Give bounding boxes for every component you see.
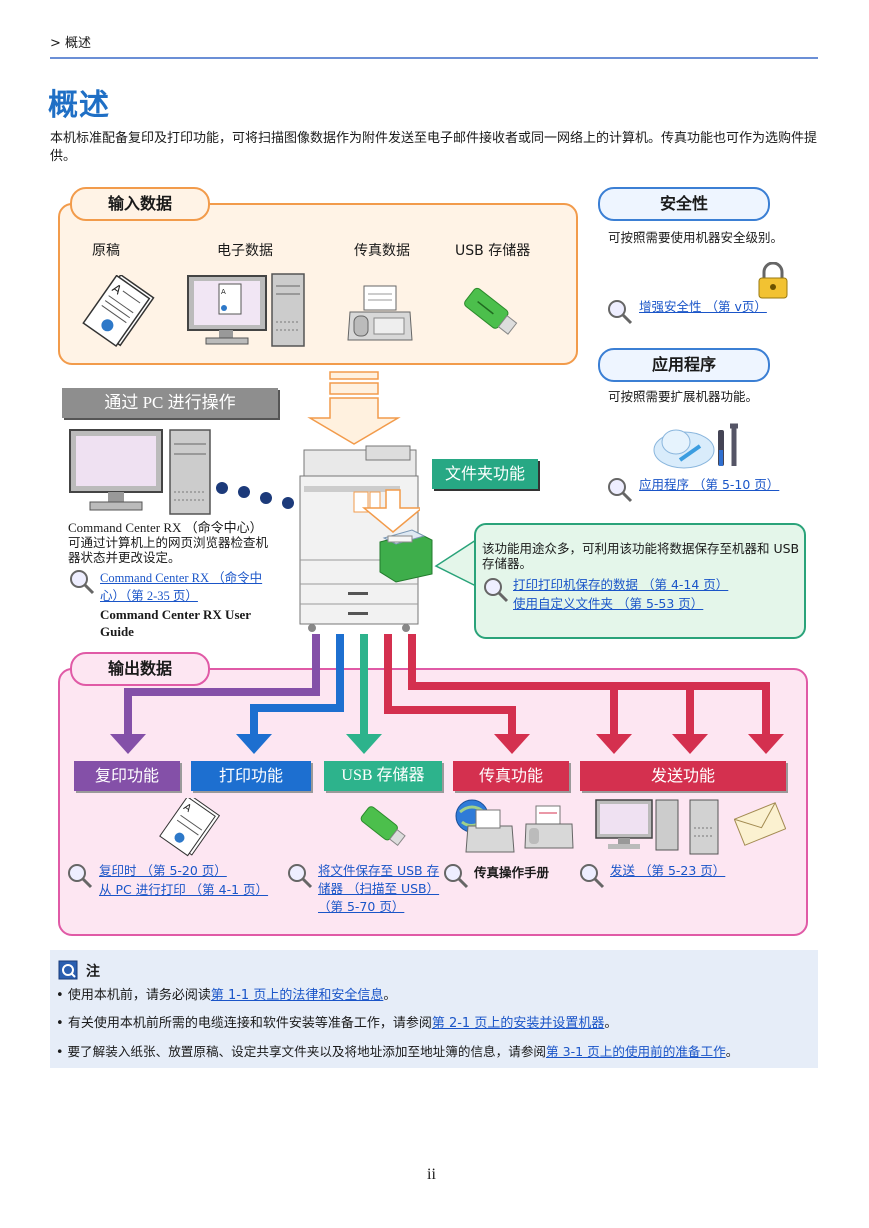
fax-manual-label: 传真操作手册 <box>474 865 550 880</box>
security-desc: 可按照需要使用机器安全级别。 <box>608 230 784 245</box>
internet-fax-icon <box>455 799 515 853</box>
copy-link[interactable]: 复印时 （第 5-20 页） <box>99 863 227 878</box>
note-item-2: • 有关使用本机前所需的电缆连接和软件安装等准备工作，请参阅第 2-1 页上的安… <box>56 1016 618 1031</box>
note-text: 有关使用本机前所需的电缆连接和软件安装等准备工作，请参阅 <box>67 1016 432 1031</box>
note-link-preparation[interactable]: 第 3-1 页上的使用前的准备工作 <box>546 1044 726 1059</box>
apps-title: 应用程序 <box>598 348 770 382</box>
folder-link-custom-box[interactable]: 使用自定义文件夹 （第 5-53 页） <box>513 596 704 611</box>
computer-document-icon: A <box>187 273 305 347</box>
note-icon <box>58 960 78 980</box>
magnifier-icon <box>484 578 509 603</box>
usb-save-link[interactable]: 将文件保存至 USB 存储器 （扫描至 USB）（第 5-70 页） <box>318 863 440 914</box>
note-item-1: • 使用本机前，请务必阅读第 1-1 页上的法律和安全信息。 <box>56 988 397 1003</box>
input-item-electronic: 电子数据 <box>217 243 273 259</box>
folder-link-print-stored[interactable]: 打印打印机保存的数据 （第 4-14 页） <box>513 577 729 592</box>
magnifier-icon <box>608 478 633 503</box>
fax-machine-icon <box>524 805 574 849</box>
send-link[interactable]: 发送 （第 5-23 页） <box>610 863 726 878</box>
cloud-tools-icon <box>653 423 738 469</box>
breadcrumb[interactable]: > 概述 <box>50 36 92 51</box>
apps-link[interactable]: 应用程序 （第 5-10 页） <box>639 477 780 492</box>
folder-storage-icon <box>379 529 433 583</box>
folder-title: 文件夹功能 <box>432 459 538 489</box>
output-arrows <box>110 634 784 754</box>
page-title: 概述 <box>48 88 110 123</box>
svg-text:A: A <box>221 288 226 296</box>
fax-function-button[interactable]: 传真功能 <box>453 761 569 791</box>
note-text: 要了解装入纸张、放置原稿、设定共享文件夹以及将地址添加至地址簿的信息，请参阅 <box>67 1044 546 1059</box>
usb-drive-icon <box>464 287 518 335</box>
note-box <box>50 950 818 1068</box>
note-text: 。 <box>725 1044 739 1059</box>
copy-function-button[interactable]: 复印功能 <box>74 761 180 791</box>
intro-text: 本机标准配备复印及打印功能，可将扫描图像数据作为附件发送至电子邮件接收者或同一网… <box>50 131 818 164</box>
send-function-button[interactable]: 发送功能 <box>580 761 786 791</box>
document-icon: A <box>82 275 155 348</box>
input-panel <box>58 203 578 365</box>
folder-desc: 该功能用途众多，可利用该功能将数据保存至机器和 USB 存储器。 <box>482 541 800 571</box>
header-divider <box>50 57 818 59</box>
pc-operation-link[interactable]: Command Center RX （命令中心）（第 2-35 页） <box>100 571 263 603</box>
send-computer-icon <box>595 799 719 855</box>
note-item-3: • 要了解装入纸张、放置原稿、设定共享文件夹以及将地址添加至地址簿的信息，请参阅… <box>56 1044 739 1059</box>
pc-operation-desc: 可通过计算机上的网页浏览器检查机器状态并更改设定。 <box>68 535 269 565</box>
folder-callout-pointer <box>434 539 477 587</box>
note-text: 。 <box>604 1016 618 1031</box>
magnifier-icon <box>580 864 605 889</box>
input-arrow <box>307 371 401 445</box>
usb-drive-icon <box>360 806 406 846</box>
usb-storage-button[interactable]: USB 存储器 <box>324 761 442 791</box>
security-link[interactable]: 增强安全性 （第 v页） <box>639 299 767 314</box>
print-function-button[interactable]: 打印功能 <box>191 761 311 791</box>
security-title: 安全性 <box>598 187 770 221</box>
magnifier-icon <box>68 864 93 889</box>
network-dots <box>216 482 294 509</box>
lock-icon <box>758 262 788 299</box>
email-envelope-icon <box>734 802 786 846</box>
input-item-original: 原稿 <box>92 243 120 259</box>
note-link-legal-safety[interactable]: 第 1-1 页上的法律和安全信息 <box>210 988 384 1003</box>
pc-computer-icon <box>69 429 211 515</box>
copy-document-icon: A <box>159 798 221 857</box>
magnifier-icon <box>608 300 633 325</box>
input-item-fax: 传真数据 <box>354 243 410 259</box>
fax-machine-icon <box>347 285 413 341</box>
note-text: 。 <box>383 988 397 1003</box>
input-panel-title: 输入数据 <box>70 187 210 221</box>
input-item-usb: USB 存储器 <box>455 243 531 259</box>
pc-operation-guide: Command Center RX User Guide <box>100 607 251 639</box>
magnifier-icon <box>444 864 469 889</box>
magnifier-icon <box>288 864 313 889</box>
pc-operation-name: Command Center RX （命令中心） <box>68 520 263 535</box>
apps-desc: 可按照需要扩展机器功能。 <box>608 389 759 404</box>
pc-operation-title: 通过 PC 进行操作 <box>62 388 278 418</box>
magnifier-icon <box>70 570 95 595</box>
print-from-pc-link[interactable]: 从 PC 进行打印 （第 4-1 页） <box>99 882 269 897</box>
output-panel-title: 输出数据 <box>70 652 210 686</box>
note-link-install-setup[interactable]: 第 2-1 页上的安装并设置机器 <box>431 1016 605 1031</box>
note-title: 注 <box>86 964 100 980</box>
folder-callout <box>474 523 806 639</box>
page-number: ii <box>427 1166 436 1183</box>
note-text: 使用本机前，请务必阅读 <box>67 988 211 1003</box>
